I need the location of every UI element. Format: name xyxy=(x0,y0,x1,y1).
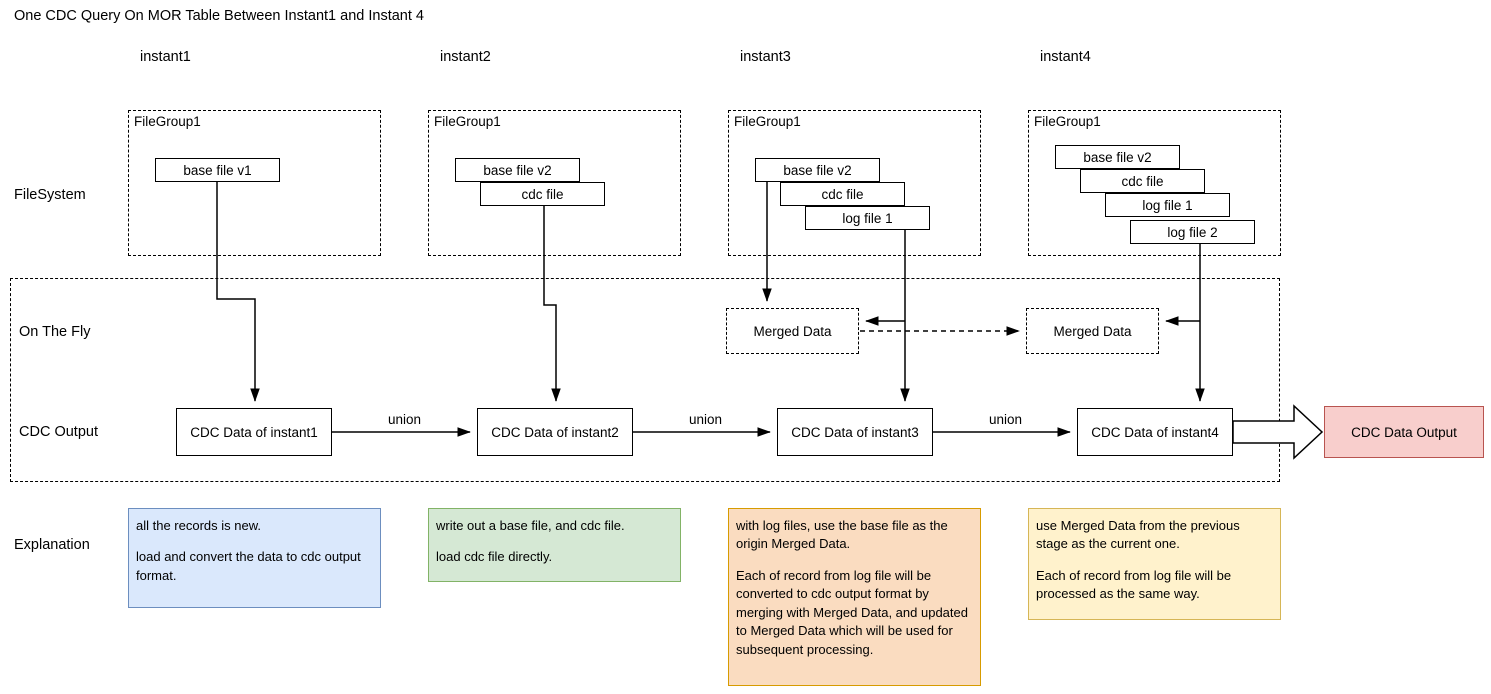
column-header-instant4: instant4 xyxy=(1040,49,1091,65)
filegroup-box-instant3: FileGroup1 xyxy=(728,110,981,256)
cdc-data-box-instant3[interactable]: CDC Data of instant3 xyxy=(777,408,933,456)
file-box-base-file-v2[interactable]: base file v2 xyxy=(755,158,880,182)
file-box-base-file-v1[interactable]: base file v1 xyxy=(155,158,280,182)
filegroup-box-instant4: FileGroup1 xyxy=(1028,110,1281,256)
file-box-log-file-2[interactable]: log file 2 xyxy=(1130,220,1255,244)
union-label-1: union xyxy=(385,412,425,427)
explanation-box-instant1: all the records is new. load and convert… xyxy=(128,508,381,608)
cdc-data-output-box[interactable]: CDC Data Output xyxy=(1324,406,1484,458)
filegroup-label: FileGroup1 xyxy=(134,114,201,129)
merged-data-box-instant4[interactable]: Merged Data xyxy=(1026,308,1159,354)
filegroup-label: FileGroup1 xyxy=(734,114,801,129)
file-box-log-file-1[interactable]: log file 1 xyxy=(1105,193,1230,217)
column-header-instant1: instant1 xyxy=(140,49,191,65)
explanation-paragraph: with log files, use the base file as the… xyxy=(736,518,948,552)
page-title: One CDC Query On MOR Table Between Insta… xyxy=(14,8,424,24)
union-label-2: union xyxy=(686,412,726,427)
union-label-3: union xyxy=(986,412,1026,427)
column-header-instant2: instant2 xyxy=(440,49,491,65)
explanation-paragraph: use Merged Data from the previous stage … xyxy=(1036,518,1240,552)
filegroup-label: FileGroup1 xyxy=(1034,114,1101,129)
explanation-paragraph: all the records is new. xyxy=(136,518,262,533)
column-header-instant3: instant3 xyxy=(740,49,791,65)
file-box-cdc-file[interactable]: cdc file xyxy=(780,182,905,206)
row-label-explanation: Explanation xyxy=(14,537,90,553)
row-label-filesystem: FileSystem xyxy=(14,187,86,203)
file-box-base-file-v2[interactable]: base file v2 xyxy=(455,158,580,182)
explanation-paragraph: write out a base file, and cdc file. xyxy=(436,518,625,533)
filegroup-label: FileGroup1 xyxy=(434,114,501,129)
file-box-log-file-1[interactable]: log file 1 xyxy=(805,206,930,230)
cdc-data-box-instant4[interactable]: CDC Data of instant4 xyxy=(1077,408,1233,456)
explanation-box-instant2: write out a base file, and cdc file. loa… xyxy=(428,508,681,582)
file-box-cdc-file[interactable]: cdc file xyxy=(480,182,605,206)
row-label-on-the-fly: On The Fly xyxy=(19,324,91,340)
file-box-base-file-v2[interactable]: base file v2 xyxy=(1055,145,1180,169)
cdc-data-box-instant2[interactable]: CDC Data of instant2 xyxy=(477,408,633,456)
explanation-paragraph: Each of record from log file will be con… xyxy=(736,567,968,657)
explanation-box-instant4: use Merged Data from the previous stage … xyxy=(1028,508,1281,620)
explanation-paragraph: Each of record from log file will be pro… xyxy=(1036,567,1232,602)
cdc-data-box-instant1[interactable]: CDC Data of instant1 xyxy=(176,408,332,456)
explanation-box-instant3: with log files, use the base file as the… xyxy=(728,508,981,686)
merged-data-box-instant3[interactable]: Merged Data xyxy=(726,308,859,354)
row-label-cdc-output: CDC Output xyxy=(19,424,98,440)
explanation-paragraph: load cdc file directly. xyxy=(436,549,553,565)
file-box-cdc-file[interactable]: cdc file xyxy=(1080,169,1205,193)
on-the-fly-cdc-output-container xyxy=(10,278,1280,482)
filegroup-box-instant1: FileGroup1 xyxy=(128,110,381,256)
explanation-paragraph: load and convert the data to cdc output … xyxy=(136,549,361,583)
